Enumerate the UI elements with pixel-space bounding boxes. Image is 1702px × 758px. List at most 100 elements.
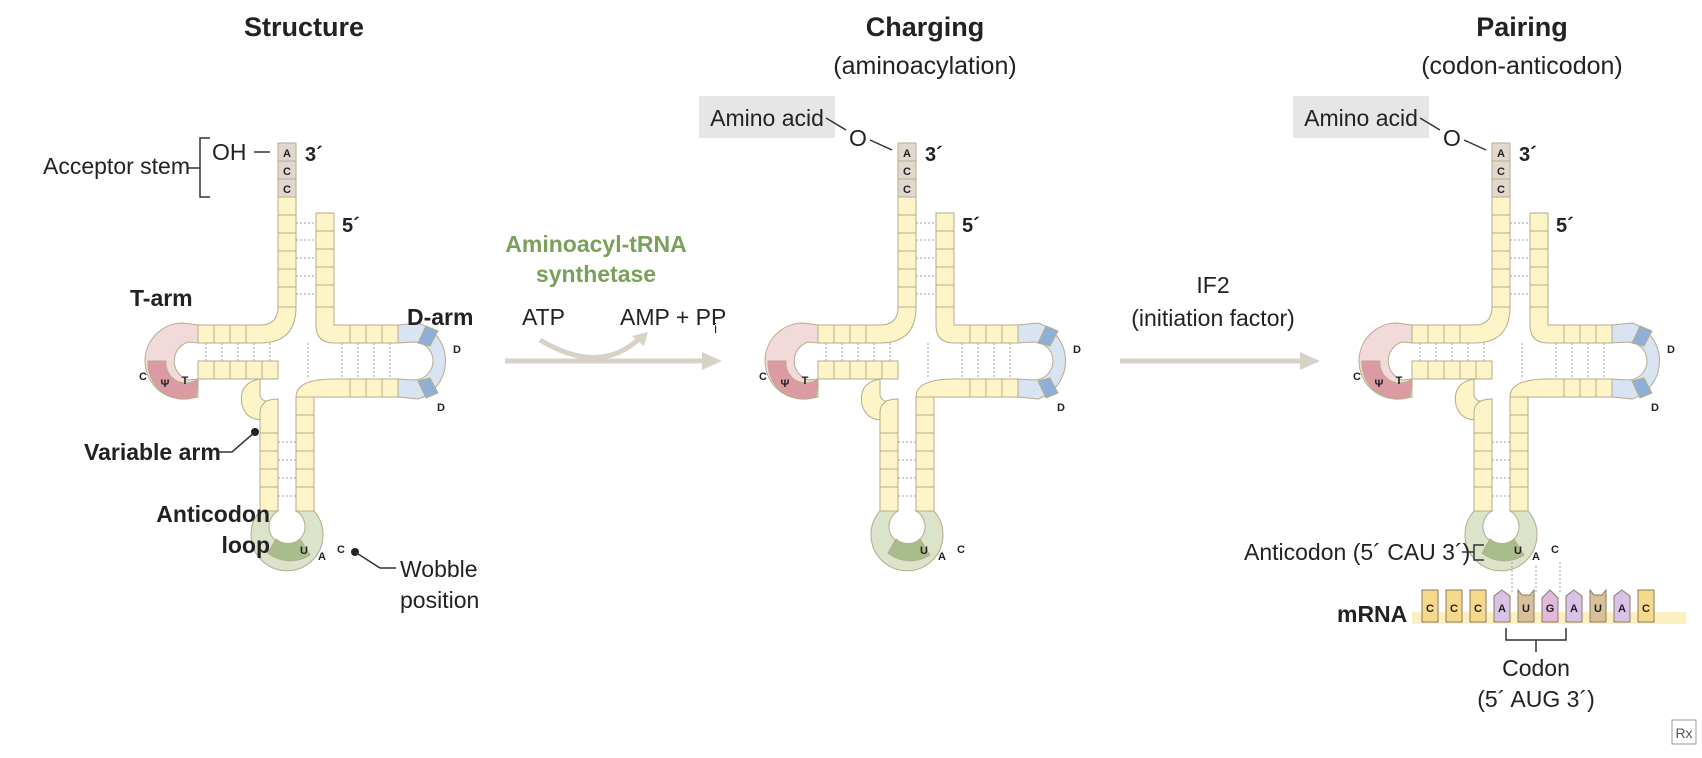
mrna-base: A	[1493, 589, 1511, 623]
mrna-base: U	[1589, 588, 1607, 623]
initiation-factor-label: (initiation factor)	[1131, 305, 1295, 331]
mrna-base-letter: U	[1522, 603, 1530, 615]
anticodon-base-1: U	[300, 545, 308, 557]
d-loop-base-2: D	[1651, 402, 1659, 414]
heading-charging: Charging	[866, 12, 985, 42]
amino-acid-label-charging: Amino acid	[710, 105, 824, 131]
mrna-base-letter: U	[1594, 603, 1602, 615]
mrna-base-letter: C	[1450, 603, 1458, 615]
synthetase-label-2: synthetase	[536, 261, 656, 287]
rx-logo-text: Rx	[1675, 725, 1692, 741]
trna-paired	[1358, 142, 1661, 572]
amino-acid-box-charging	[699, 96, 835, 138]
five-prime-label: 5´	[1556, 215, 1574, 237]
d-loop-base-1: D	[1667, 344, 1675, 356]
mrna-base-letter: C	[1642, 603, 1650, 615]
anticodon-base-2: A	[318, 551, 326, 563]
amino-acid-label-pairing: Amino acid	[1304, 105, 1418, 131]
variable-arm-marker	[251, 428, 259, 436]
acceptor-base-1: A	[1497, 148, 1505, 160]
anticodon-label: Anticodon	[156, 501, 270, 527]
three-prime-label: 3´	[1519, 144, 1537, 166]
d-loop-base-2: D	[1057, 402, 1065, 414]
acceptor-base-3: C	[283, 184, 291, 196]
mrna-base: C	[1421, 589, 1439, 623]
amp-subscript: i	[714, 320, 717, 336]
five-prime-label: 5´	[962, 215, 980, 237]
mrna-base: C	[1469, 589, 1487, 623]
codon-bracket	[1505, 628, 1567, 652]
t-loop-base-1: C	[1353, 371, 1361, 383]
position-label: position	[400, 587, 479, 613]
d-loop-base-1: D	[453, 344, 461, 356]
t-loop-base-1: C	[139, 371, 147, 383]
d-loop-base-1: D	[1073, 344, 1081, 356]
anticodon-base-3: C	[1551, 544, 1559, 556]
five-prime-label: 5´	[342, 215, 360, 237]
loop-label: loop	[221, 532, 270, 558]
t-loop-base-2: Ψ	[161, 378, 170, 390]
mrna-base: U	[1517, 588, 1535, 623]
anticodon-seq-label: Anticodon (5´ CAU 3´)	[1244, 539, 1470, 565]
mrna-label: mRNA	[1337, 601, 1407, 627]
heading-charging-sub: (aminoacylation)	[833, 52, 1016, 80]
anticodon-base-1: U	[1514, 545, 1522, 557]
amino-acid-box-pairing	[1293, 96, 1429, 138]
variable-arm-label: Variable arm	[84, 439, 221, 465]
acceptor-base-3: C	[1497, 184, 1505, 196]
anticodon-base-3: C	[337, 544, 345, 556]
mrna-base-letter: C	[1474, 603, 1482, 615]
mrna-base-letter: G	[1546, 603, 1555, 615]
mrna-base: C	[1445, 589, 1463, 623]
mrna-base-letter: A	[1570, 603, 1578, 615]
mrna-base: C	[1637, 589, 1655, 623]
mrna-base: G	[1541, 589, 1559, 623]
mrna-base: A	[1565, 589, 1583, 623]
atp-curve-arrow	[538, 336, 642, 360]
t-arm-label: T-arm	[130, 285, 193, 311]
if2-label: IF2	[1196, 272, 1229, 298]
o-label-pairing: O	[1443, 125, 1461, 151]
wobble-label: Wobble	[400, 556, 478, 582]
anticodon-base-3: C	[957, 544, 965, 556]
anticodon-base-2: A	[1532, 551, 1540, 563]
t-loop-base-2: Ψ	[1375, 378, 1384, 390]
t-loop-base-3: T	[802, 375, 809, 387]
anticodon-base-1: U	[920, 545, 928, 557]
heading-structure: Structure	[244, 12, 364, 42]
rx-logo	[1671, 719, 1697, 745]
acceptor-base-3: C	[903, 184, 911, 196]
mrna-base-letter: C	[1426, 603, 1434, 615]
oh-label: OH	[212, 139, 247, 165]
acceptor-base-1: A	[283, 148, 291, 160]
three-prime-label: 3´	[925, 144, 943, 166]
acceptor-base-2: C	[903, 166, 911, 178]
acceptor-base-2: C	[1497, 166, 1505, 178]
t-loop-base-3: T	[182, 375, 189, 387]
codon-label: Codon	[1502, 655, 1570, 681]
t-loop-base-2: Ψ	[781, 378, 790, 390]
synthetase-label-1: Aminoacyl-tRNA	[505, 231, 686, 257]
amp-label: AMP + PP	[620, 304, 726, 330]
atp-label: ATP	[522, 304, 565, 330]
mrna-base: A	[1613, 589, 1631, 623]
acceptor-base-1: A	[903, 148, 911, 160]
acceptor-stem-label: Acceptor stem	[43, 153, 190, 179]
t-loop-base-3: T	[1396, 375, 1403, 387]
d-arm-label: D-arm	[407, 304, 473, 330]
mrna-base-letter: A	[1498, 603, 1506, 615]
o-label-charging: O	[849, 125, 867, 151]
mrna-base-letter: A	[1618, 603, 1626, 615]
anticodon-base-2: A	[938, 551, 946, 563]
codon-seq-label: (5´ AUG 3´)	[1477, 686, 1595, 712]
trna-charged	[764, 142, 1067, 572]
heading-pairing: Pairing	[1476, 12, 1568, 42]
d-loop-base-2: D	[437, 402, 445, 414]
three-prime-label: 3´	[305, 144, 323, 166]
acceptor-bracket	[188, 137, 210, 198]
t-loop-base-1: C	[759, 371, 767, 383]
acceptor-base-2: C	[283, 166, 291, 178]
